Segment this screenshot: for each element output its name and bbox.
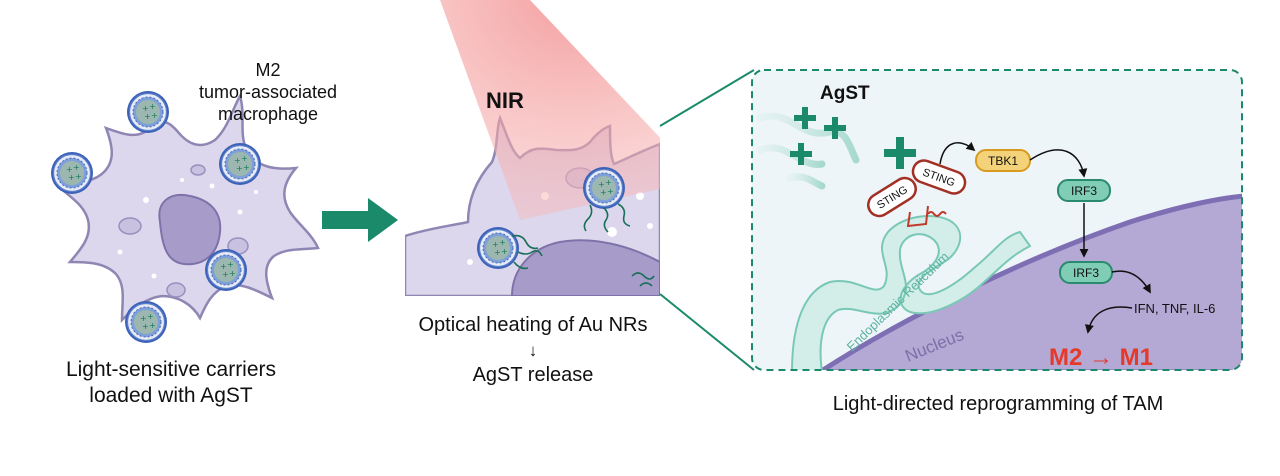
irf3-node-top: IRF3 — [1057, 179, 1111, 202]
agst-label: AgST — [820, 83, 870, 104]
panel-2-nir-heating: NIR — [405, 0, 660, 296]
panel2-caption-line1: Optical heating of Au NRs — [418, 314, 647, 336]
nucleus-fragment — [510, 239, 660, 296]
macrophage-label-line1: M2 — [255, 60, 280, 80]
au-nanorod-carrier — [126, 90, 170, 134]
heated-carrier — [476, 226, 520, 270]
panel3-caption: Light-directed reprogramming of TAM — [833, 393, 1164, 415]
au-nanorod-carrier — [218, 142, 262, 186]
arrow-irf3-to-cytokines — [1111, 270, 1151, 294]
zoom-line-top — [659, 69, 755, 127]
arrow-cytokines-to-m1 — [1085, 306, 1133, 334]
au-nanorod-carrier — [124, 300, 168, 344]
irf3-bottom-label: IRF3 — [1073, 266, 1099, 280]
vesicle — [190, 164, 206, 176]
panel-3-signaling: Endoplasmic Reticulum Nucleus AgST STING… — [751, 69, 1243, 371]
nir-label: NIR — [486, 88, 524, 113]
cytokines-label: IFN, TNF, IL-6 — [1134, 301, 1215, 316]
transition-arrow — [322, 198, 398, 242]
macrophage-nucleus — [158, 194, 222, 266]
agst-molecules — [790, 107, 916, 169]
released-agst-strands — [511, 203, 655, 287]
au-nanorod-carrier — [50, 151, 94, 195]
panel1-caption-line2: loaded with AgST — [89, 384, 253, 407]
panel2-caption-line2: AgST release — [473, 364, 594, 386]
endoplasmic-reticulum — [790, 215, 1032, 370]
arrow-sting-to-tbk1 — [939, 141, 976, 165]
nir-light-beam — [440, 0, 660, 220]
irf3-node-bottom: IRF3 — [1059, 261, 1113, 284]
panel1-caption-line1: Light-sensitive carriers — [66, 358, 276, 381]
au-nanorod-carrier — [204, 248, 248, 292]
macrophage-label-line2: tumor-associated — [199, 82, 337, 102]
m2-to-m1-label: M2 → M1 — [1049, 344, 1153, 371]
zoom-line-bottom — [659, 293, 755, 371]
vesicle — [118, 217, 142, 235]
panel-1-macrophage: M2 tumor-associated macrophage Light-sen… — [50, 60, 337, 407]
macrophage-label-line3: macrophage — [218, 104, 318, 124]
tbk1-node: TBK1 — [975, 149, 1031, 172]
panel2-caption-arrow: ↓ — [529, 341, 538, 360]
nucleus-region — [811, 193, 1242, 370]
irf3-top-label: IRF3 — [1071, 184, 1097, 198]
tbk1-label: TBK1 — [988, 154, 1018, 168]
zoom-box-border — [751, 69, 1243, 371]
heated-carrier — [582, 166, 626, 210]
arrow-tbk1-to-irf3 — [1029, 149, 1088, 178]
vesicle — [166, 282, 186, 298]
